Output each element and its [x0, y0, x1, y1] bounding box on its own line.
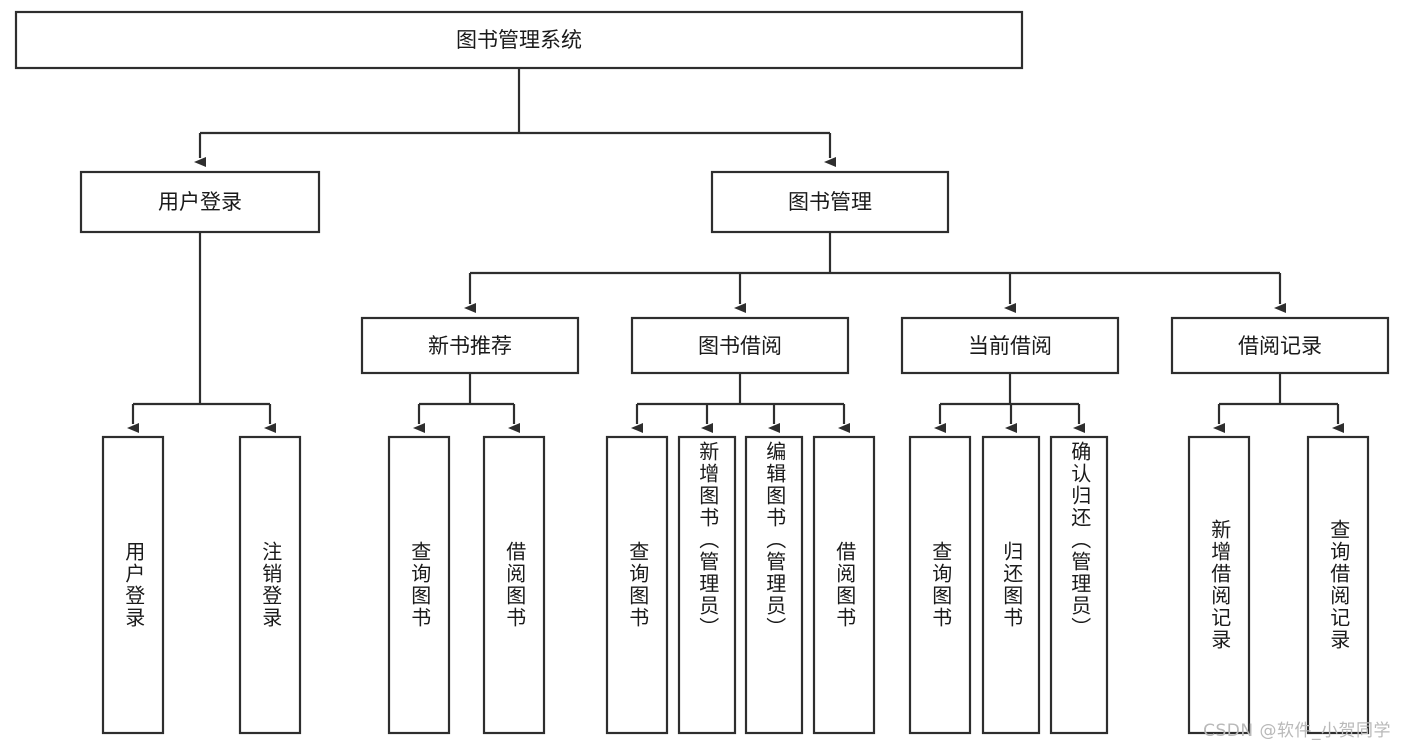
csdn-watermark: CSDN @软件_小贺同学: [1203, 721, 1391, 741]
node-leaf-query-book-recommend-box[interactable]: [387, 435, 451, 735]
node-root-box[interactable]: [14, 10, 1024, 70]
node-leaf-logout-box[interactable]: [238, 435, 302, 735]
node-new-book-recommend-box[interactable]: [360, 316, 580, 375]
node-new-book-recommend-label: 新书推荐: [428, 334, 512, 358]
node-book-borrow-label: 图书借阅: [698, 334, 782, 358]
node-leaf-add-borrow-record-box[interactable]: [1187, 435, 1251, 735]
node-book-manage-box[interactable]: [710, 170, 950, 234]
node-leaf-borrow-book-box[interactable]: [812, 435, 876, 735]
node-leaf-return-book-box[interactable]: [981, 435, 1041, 735]
node-leaf-query-borrow-record-box[interactable]: [1306, 435, 1370, 735]
node-leaf-query-book-current-box[interactable]: [908, 435, 972, 735]
node-current-borrow-box[interactable]: [900, 316, 1120, 375]
nodes-layer: 图书管理系统 用户登录 图书管理 新书推荐 图书借阅 当前借阅 借阅记录: [14, 10, 1390, 735]
node-current-borrow-label: 当前借阅: [968, 334, 1052, 358]
node-book-borrow-box[interactable]: [630, 316, 850, 375]
edges-layer: [127, 68, 1344, 433]
node-leaf-edit-book-box[interactable]: [744, 435, 804, 735]
node-borrow-record-label: 借阅记录: [1238, 334, 1322, 358]
node-user-login-label: 用户登录: [158, 190, 242, 214]
node-root-label: 图书管理系统: [456, 28, 582, 52]
node-leaf-add-book-box[interactable]: [677, 435, 737, 735]
node-leaf-query-book-borrow-box[interactable]: [605, 435, 669, 735]
node-book-manage-label: 图书管理: [788, 190, 872, 214]
node-leaf-user-login-box[interactable]: [101, 435, 165, 735]
node-leaf-borrow-book-recommend-box[interactable]: [482, 435, 546, 735]
node-user-login-box[interactable]: [79, 170, 321, 234]
node-leaf-confirm-return-box[interactable]: [1049, 435, 1109, 735]
node-borrow-record-box[interactable]: [1170, 316, 1390, 375]
